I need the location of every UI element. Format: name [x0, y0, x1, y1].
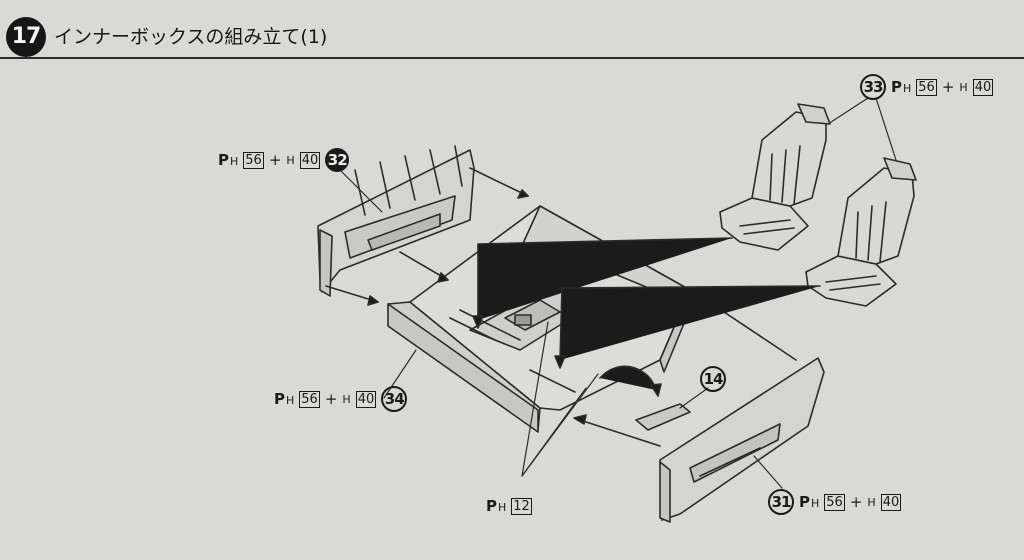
runner-label: PH [799, 493, 820, 511]
small-part-14 [635, 403, 691, 431]
seat-upper [719, 103, 831, 251]
assembly-arrows [325, 167, 821, 447]
gate-number-box: 40 [299, 151, 321, 169]
step-number-badge: 17 [6, 17, 46, 57]
header-rule [0, 57, 1024, 59]
part-number-badge: 32 [325, 148, 350, 172]
callout-part-33: 33 PH 56 + H 40 [860, 74, 994, 100]
seat-lower [805, 157, 917, 307]
gate-number-box: 12 [511, 497, 532, 515]
gate-number-box: 56 [824, 493, 845, 511]
part-number-badge: 33 [860, 74, 886, 100]
plus-sign: + [941, 78, 955, 96]
callout-parts-12: PH 12 [486, 497, 532, 515]
plus-sign: + [268, 151, 282, 169]
callout-part-34: PH 56 + H 40 34 [274, 386, 408, 412]
part-number-badge: 34 [381, 386, 408, 412]
callout-part-32: PH 56 + H 40 32 [218, 148, 350, 172]
gate-number-box: 56 [916, 78, 937, 96]
runner-letter: H [286, 153, 295, 167]
plus-sign: + [324, 390, 338, 408]
runner-letter: H [867, 495, 876, 509]
runner-label: PH [891, 78, 912, 96]
callout-part-14: 14 [700, 366, 726, 392]
runner-letter: H [342, 392, 351, 406]
part-number-badge: 14 [700, 366, 726, 392]
part-number-badge: 31 [768, 489, 794, 515]
assembly-drawing: PH 56 + H 40 32 33 PH 56 + H 40 PH 56 + … [0, 59, 1024, 556]
gate-number-box: 40 [880, 493, 902, 511]
step-title: インナーボックスの組み立て(1) [54, 26, 328, 48]
gate-number-box: 56 [243, 151, 264, 169]
runner-label: PH [218, 151, 239, 169]
right-door-panel-part [659, 357, 825, 523]
assembly-illustration [317, 97, 917, 523]
callout-part-31: 31 PH 56 + H 40 [768, 489, 902, 515]
gate-number-box: 40 [972, 78, 994, 96]
left-door-panel-part [317, 145, 475, 297]
plus-sign: + [849, 493, 863, 511]
gate-number-box: 56 [299, 390, 320, 408]
runner-letter: H [959, 80, 968, 94]
step-header: 17 インナーボックスの組み立て(1) [0, 0, 1024, 59]
runner-label: PH [274, 390, 295, 408]
gate-number-box: 40 [355, 390, 377, 408]
runner-label: PH [486, 497, 507, 515]
leader-lines [339, 97, 897, 489]
